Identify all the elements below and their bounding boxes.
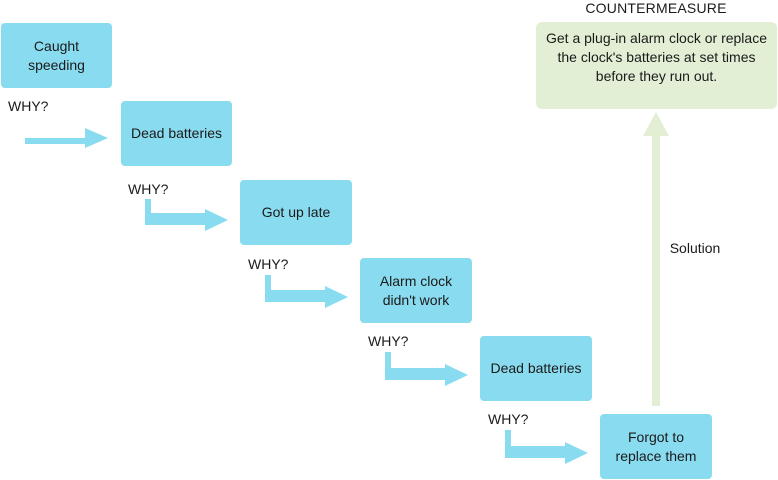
step-box-alarm-clock: Alarm clock didn't work: [360, 258, 472, 323]
why-label-3: WHY?: [248, 256, 289, 272]
solution-label: Solution: [669, 240, 721, 256]
step-box-forgot-replace: Forgot to replace them: [600, 414, 712, 479]
step-box-dead-batteries-2: Dead batteries: [480, 336, 592, 401]
why-label-5: WHY?: [488, 411, 529, 427]
why-label-2: WHY?: [128, 181, 169, 197]
step-box-got-up-late: Got up late: [240, 180, 352, 245]
step-box-dead-batteries-1: Dead batteries: [121, 101, 232, 166]
step-box-caught-speeding: Caught speeding: [1, 23, 112, 88]
countermeasure-title: COUNTERMEASURE: [585, 0, 727, 16]
countermeasure-box: Get a plug-in alarm clock or replace the…: [536, 22, 777, 109]
why-label-4: WHY?: [368, 333, 409, 349]
why-label-1: WHY?: [8, 98, 49, 114]
